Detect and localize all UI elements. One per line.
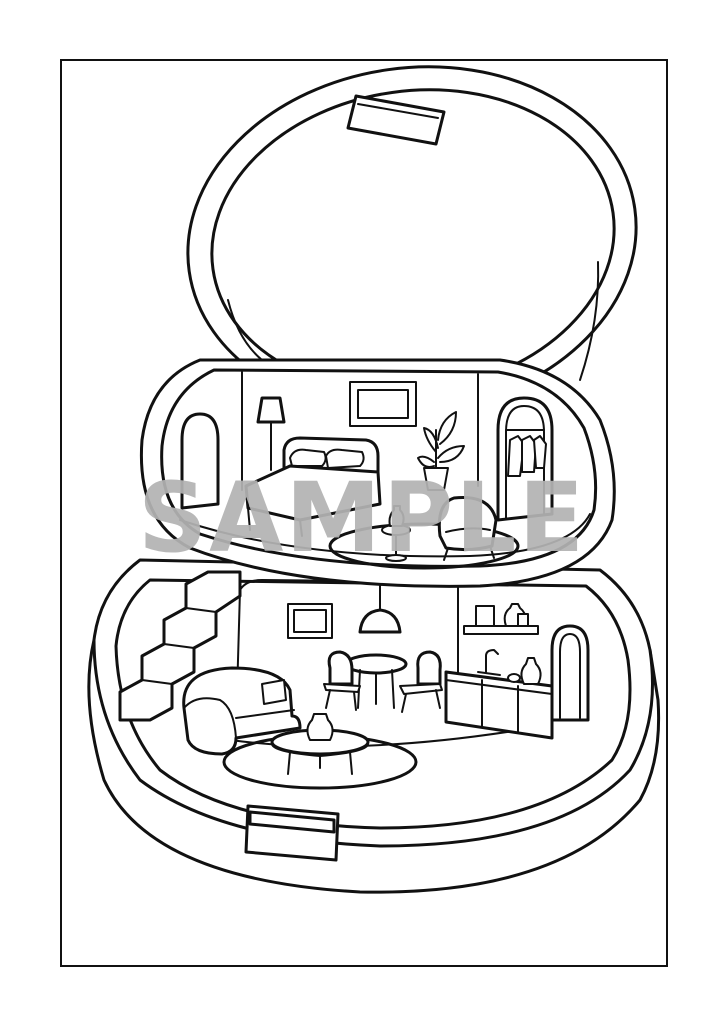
coffee-table — [270, 713, 370, 775]
upper-rug — [328, 522, 520, 570]
wardrobe-alcove — [496, 396, 554, 522]
upper-wall-picture — [349, 381, 417, 427]
wall-shelf — [463, 603, 539, 635]
dining-set — [323, 650, 443, 713]
potted-plant — [417, 411, 465, 491]
side-table — [381, 505, 411, 562]
sofa — [182, 666, 302, 756]
upper-floor-window — [180, 412, 220, 510]
armchair — [437, 495, 498, 561]
lid-clasp — [346, 94, 446, 146]
kitchen-vase — [507, 657, 542, 685]
floor-lamp — [256, 396, 286, 471]
page-border — [60, 59, 668, 967]
base-clasp — [244, 804, 340, 862]
bed — [244, 436, 382, 537]
wall-picture — [287, 603, 333, 639]
compact-lid — [186, 65, 638, 415]
ground-floor-door — [550, 624, 590, 722]
staircase — [118, 570, 242, 722]
upper-floor-room — [241, 371, 479, 491]
pendant-lamp — [358, 583, 402, 634]
